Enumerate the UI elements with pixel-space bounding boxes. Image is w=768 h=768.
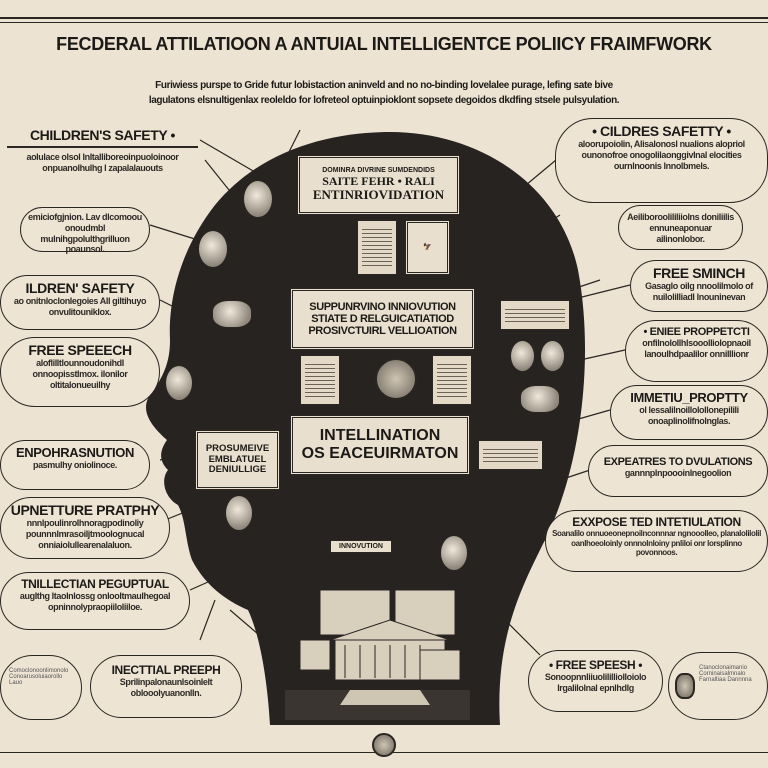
document-icon [357, 220, 397, 275]
bubble-heading: • CILDRES SAFETTY • [592, 123, 731, 139]
left-bubble-1: CHILDREN'S SAFETY • aolulace olsol Inlta… [0, 122, 205, 197]
top-sign-line-2: ENTINRIOVIDATION [312, 187, 445, 203]
bubble-text: aloorupoiolin, Alisalonosl nualions alop… [578, 139, 745, 171]
page-title: FECDERAL ATTILATIOON A ANTUIAL INTELLIGE… [56, 34, 712, 54]
subtitle-line-2: lagulatons elsnultigenlax reoleldo for l… [148, 95, 620, 106]
bubble-heading: • ENIEE PROPPETCTI [643, 326, 750, 338]
bubble-text: pasmulhy oniolinoce. [32, 460, 117, 471]
left-bubble-4: FREE SPEEECH aloflilltlounnoudonihdl onn… [0, 337, 160, 407]
bubble-heading: FREE SMINCH [652, 265, 746, 281]
seal-card-text: Ctanoclonaimanio Corninaisalmnalo Farnal… [699, 665, 752, 683]
bubble-text: gannnplnpoooinlnegoolion [624, 468, 732, 479]
bubble-heading: • FREE SPEESH • [548, 658, 643, 672]
left-bubble-2: emiciofgjnion. Lav dlcomoou onoudmbl mul… [20, 207, 150, 255]
columns-icon [344, 645, 421, 678]
top-border-thin [0, 22, 768, 23]
face-icon [540, 340, 565, 372]
bubble-heading: TNILLECTIAN PEGUPTUAL [21, 577, 169, 591]
bubble-text: nnnlpoulinrolhnoragpodinoliy pounnnlmras… [25, 518, 145, 550]
bubble-text: aloflilltlounnoudonihdl onnoopisstlmox. … [32, 358, 128, 390]
left-bubble-8: INECTTIAL PREEPH Sprilinpalonaunlsoinlel… [90, 655, 242, 718]
globe-icon [375, 358, 417, 400]
building-icon [299, 589, 461, 681]
top-border [0, 17, 768, 19]
face-icon [225, 495, 253, 531]
middle-box-line-3: PROSIVCTUIRL VELLIOATION [308, 325, 457, 338]
bubble-heading: CHILDREN'S SAFETY • [7, 127, 198, 149]
sign-icon [478, 440, 543, 470]
eagle-seal-icon: 🦅 [405, 220, 450, 275]
face-icon [243, 180, 273, 218]
brain-icon [212, 300, 252, 328]
middle-box-line-2: STIATE D RELGUICATIATIOD [311, 312, 454, 325]
right-bubble-6: EXPEATRES TO DVULATIONS gannnplnpoooinln… [588, 445, 768, 497]
left-box: PROSUMEIVE EMBLATUEL DENIULLIGE [195, 430, 280, 490]
left-bubble-6: UPNETTURE PRATPHY nnnlpoulinrolhnoragpod… [0, 497, 170, 559]
bubble-text: ol lessalilnoillolollonepilili onoaplino… [639, 405, 739, 427]
bottom-seal-icon [372, 733, 396, 757]
bubble-heading: ENPOHRASNUTION [16, 445, 134, 460]
bubble-text: Sprilinpalonaunlsoinlelt oblooolyuanonll… [119, 677, 213, 698]
left-box-line-3: DENIULLIGE [208, 464, 267, 476]
bubble-text: Aeiliboroolililiiolns doniliilis ennunea… [627, 212, 734, 244]
left-bubble-5: ENPOHRASNUTION pasmulhy oniolinoce. [0, 440, 150, 490]
bubble-heading: UPNETTURE PRATPHY [10, 502, 160, 518]
stairs-icon [340, 690, 430, 705]
face-icon [165, 365, 193, 401]
bubble-heading: INECTTIAL PREEPH [111, 663, 221, 677]
brain-icon [520, 385, 560, 413]
right-bubble-2: Aeiliboroolililiiolns doniliilis ennunea… [618, 205, 743, 250]
top-sign-line-1: SAITE FEHR • RALI [322, 174, 435, 189]
tree-seal-icon [675, 673, 695, 699]
top-sign: DOMINRA DIVRINE SUMDENDIDS SAITE FEHR • … [297, 155, 460, 215]
bubble-text: ao onitnloclonlegoies All giltihuyo onvu… [13, 296, 147, 318]
left-box-line-1: PROSUMEIVE [205, 443, 270, 455]
sign-icon [500, 300, 570, 330]
bubble-text: Soanalilo onnuoeonepnoilnconnnar ngnoool… [552, 529, 761, 558]
top-sign-small: DOMINRA DIVRINE SUMDENDIDS [322, 167, 435, 175]
bubble-text: Sonoopnnliiuolililliolloiolo lrgalilolna… [544, 672, 647, 693]
right-bubble-5: IMMETIU_PROPTTY ol lessalilnoillolollone… [610, 385, 768, 440]
seal-card-text: Comoclonoonlimonolo Conoarusoluiaorollo … [9, 668, 69, 686]
bubble-heading: EXPEATRES TO DVULATIONS [603, 456, 753, 468]
right-bubble-8: • FREE SPEESH • Sonoopnnliiuolililliollo… [528, 650, 663, 712]
bubble-text: onfilnolollhlsooolliolopnaoil lanoulhdpa… [642, 338, 751, 359]
lower-box-line-1: INTELLINATION [319, 427, 441, 445]
face-icon [440, 535, 468, 571]
face-icon [198, 230, 228, 268]
right-bubble-3: FREE SMINCH Gasaglo oilg nnoolilmolo of … [630, 260, 768, 312]
right-bubble-1: • CILDRES SAFETTY • aloorupoiolin, Alisa… [555, 118, 768, 203]
middle-box-line-1: SUPPUNRVINO INNIOVUTION [309, 300, 456, 313]
left-bubble-7: TNILLECTIAN PEGUPTUAL auglthg ltaolnloss… [0, 572, 190, 630]
bubble-text: aolulace olsol Inltalliboreoinpuoloinoor… [26, 152, 179, 174]
bubble-heading: ILDREN' SAFETY [25, 280, 135, 296]
bubble-text: Gasaglo oilg nnoolilmolo of nuilolilliad… [645, 281, 753, 303]
small-label: INNOVUTION [330, 540, 392, 553]
face-icon [510, 340, 535, 372]
left-seal-card: Comoclonoonlimonolo Conoarusoluiaorollo … [0, 655, 82, 720]
bubble-heading: EXXPOSE TED INTETIULATION [572, 515, 741, 529]
subtitle-line-1: Furiwiess purspe to Gride futur lobistac… [155, 80, 613, 91]
lower-box-line-2: OS EACEUIRMATON [301, 445, 459, 462]
lower-box: INTELLINATION OS EACEUIRMATON [290, 415, 470, 475]
bubble-heading: IMMETIU_PROPTTY [630, 390, 748, 405]
left-bubble-3: ILDREN' SAFETY ao onitnloclonlegoies All… [0, 275, 160, 330]
right-bubble-4: • ENIEE PROPPETCTI onfilnolollhlsooollio… [625, 320, 768, 382]
middle-box: SUPPUNRVINO INNIOVUTION STIATE D RELGUIC… [290, 288, 475, 350]
left-box-line-2: EMBLATUEL [208, 453, 267, 465]
document-icon [432, 355, 472, 405]
right-bubble-7: EXXPOSE TED INTETIULATION Soanalilo onnu… [545, 510, 768, 572]
bubble-heading: FREE SPEEECH [28, 342, 132, 358]
bubble-text: auglthg ltaolnlossg onlooltmaulhegoal op… [19, 591, 171, 612]
book-icon [300, 355, 340, 405]
bubble-text: emiciofgjnion. Lav dlcomoou onoudmbl mul… [28, 212, 142, 255]
right-seal-card: Ctanoclonaimanio Corninaisalmnalo Farnal… [668, 652, 768, 720]
